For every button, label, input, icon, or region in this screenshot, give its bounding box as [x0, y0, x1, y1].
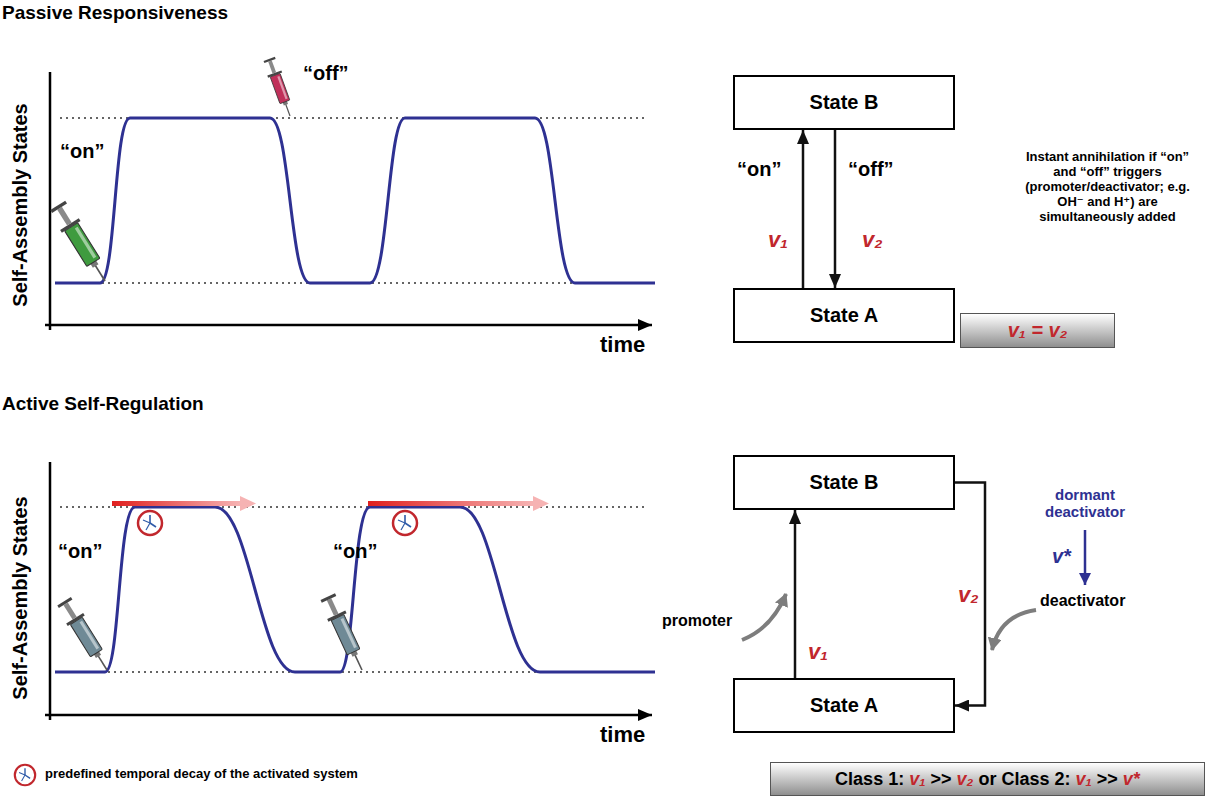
trigger-label: “on” — [58, 540, 102, 563]
rate-label: v₂ — [958, 583, 979, 607]
node-text: State A — [810, 304, 878, 327]
clock-icon — [15, 765, 35, 785]
trigger-label: “on” — [60, 140, 104, 163]
x-axis — [45, 714, 652, 717]
syringe-on — [48, 200, 114, 287]
section-heading: Passive Responsiveness — [2, 2, 228, 24]
rate-label: v₁ — [808, 640, 828, 664]
state-box: State A — [733, 678, 955, 733]
class-condition-box: Class 1: v₁ >> v₂ or Class 2: v₁ >> v* — [770, 762, 1205, 796]
decay-bar — [112, 501, 240, 506]
state-box: State A — [733, 288, 955, 343]
syringe-off — [262, 56, 297, 118]
species-label: promoter — [662, 612, 732, 630]
text-run: >> — [1092, 769, 1123, 789]
node-text: State B — [810, 471, 879, 494]
text-run: or Class 2: — [973, 769, 1075, 789]
state-box: State B — [733, 455, 955, 510]
text-run: >> — [926, 769, 957, 789]
promoter-arrow — [742, 594, 786, 640]
rate-symbol: v* — [1123, 769, 1140, 789]
text-run: Class 1: — [835, 769, 909, 789]
rate-label: v₂ — [862, 228, 883, 252]
node-text: Class 1: v₁ >> v₂ or Class 2: v₁ >> v* — [835, 769, 1140, 790]
rate-symbol: v₂ — [957, 769, 974, 789]
axis-title: Self-Assembly States — [9, 103, 32, 306]
transition-arrow — [802, 130, 805, 288]
node-text: State B — [810, 91, 879, 114]
species-label: dormant deactivator — [1030, 486, 1140, 521]
rate-label: v₁ — [768, 228, 788, 252]
decay-arrowhead — [533, 496, 549, 511]
rate-label: v* — [1052, 545, 1071, 568]
rate-symbol: v₁ — [909, 769, 925, 789]
species-label: deactivator — [1040, 592, 1125, 610]
axis-title: Self-Assembly States — [9, 496, 32, 699]
trigger-label: “on” — [737, 158, 781, 181]
trigger-label: “off” — [303, 62, 349, 85]
clock-icon — [393, 511, 417, 535]
state-box: State B — [733, 75, 955, 130]
transition-arrow — [955, 483, 985, 706]
x-axis — [45, 324, 652, 327]
trigger-label: “off” — [848, 158, 894, 181]
transition-arrow — [834, 130, 837, 288]
clock-icon — [138, 511, 162, 535]
decay-bar — [368, 501, 533, 506]
axis-title: time — [600, 722, 645, 747]
deactivator-arrow — [992, 610, 1036, 650]
syringe-on — [56, 596, 116, 675]
legend-note: predefined temporal decay of the activat… — [45, 767, 358, 782]
rate-equation-box: v₁ = v₂ — [960, 313, 1115, 348]
node-text: v₁ = v₂ — [1008, 319, 1068, 342]
transition-arrow — [794, 510, 797, 678]
section-heading: Active Self-Regulation — [2, 393, 204, 415]
node-text: State A — [810, 694, 878, 717]
note-text: Instant annihilation if “on” and “off” t… — [1015, 150, 1200, 225]
state-curve — [55, 118, 655, 283]
rate-symbol: v₁ — [1075, 769, 1091, 789]
trigger-label: “on” — [333, 540, 377, 563]
syringe-on — [319, 592, 371, 674]
y-axis — [49, 72, 52, 330]
axis-title: time — [600, 332, 645, 357]
y-axis — [49, 462, 52, 720]
activation-arrow — [1084, 530, 1087, 585]
decay-arrowhead — [240, 496, 256, 511]
